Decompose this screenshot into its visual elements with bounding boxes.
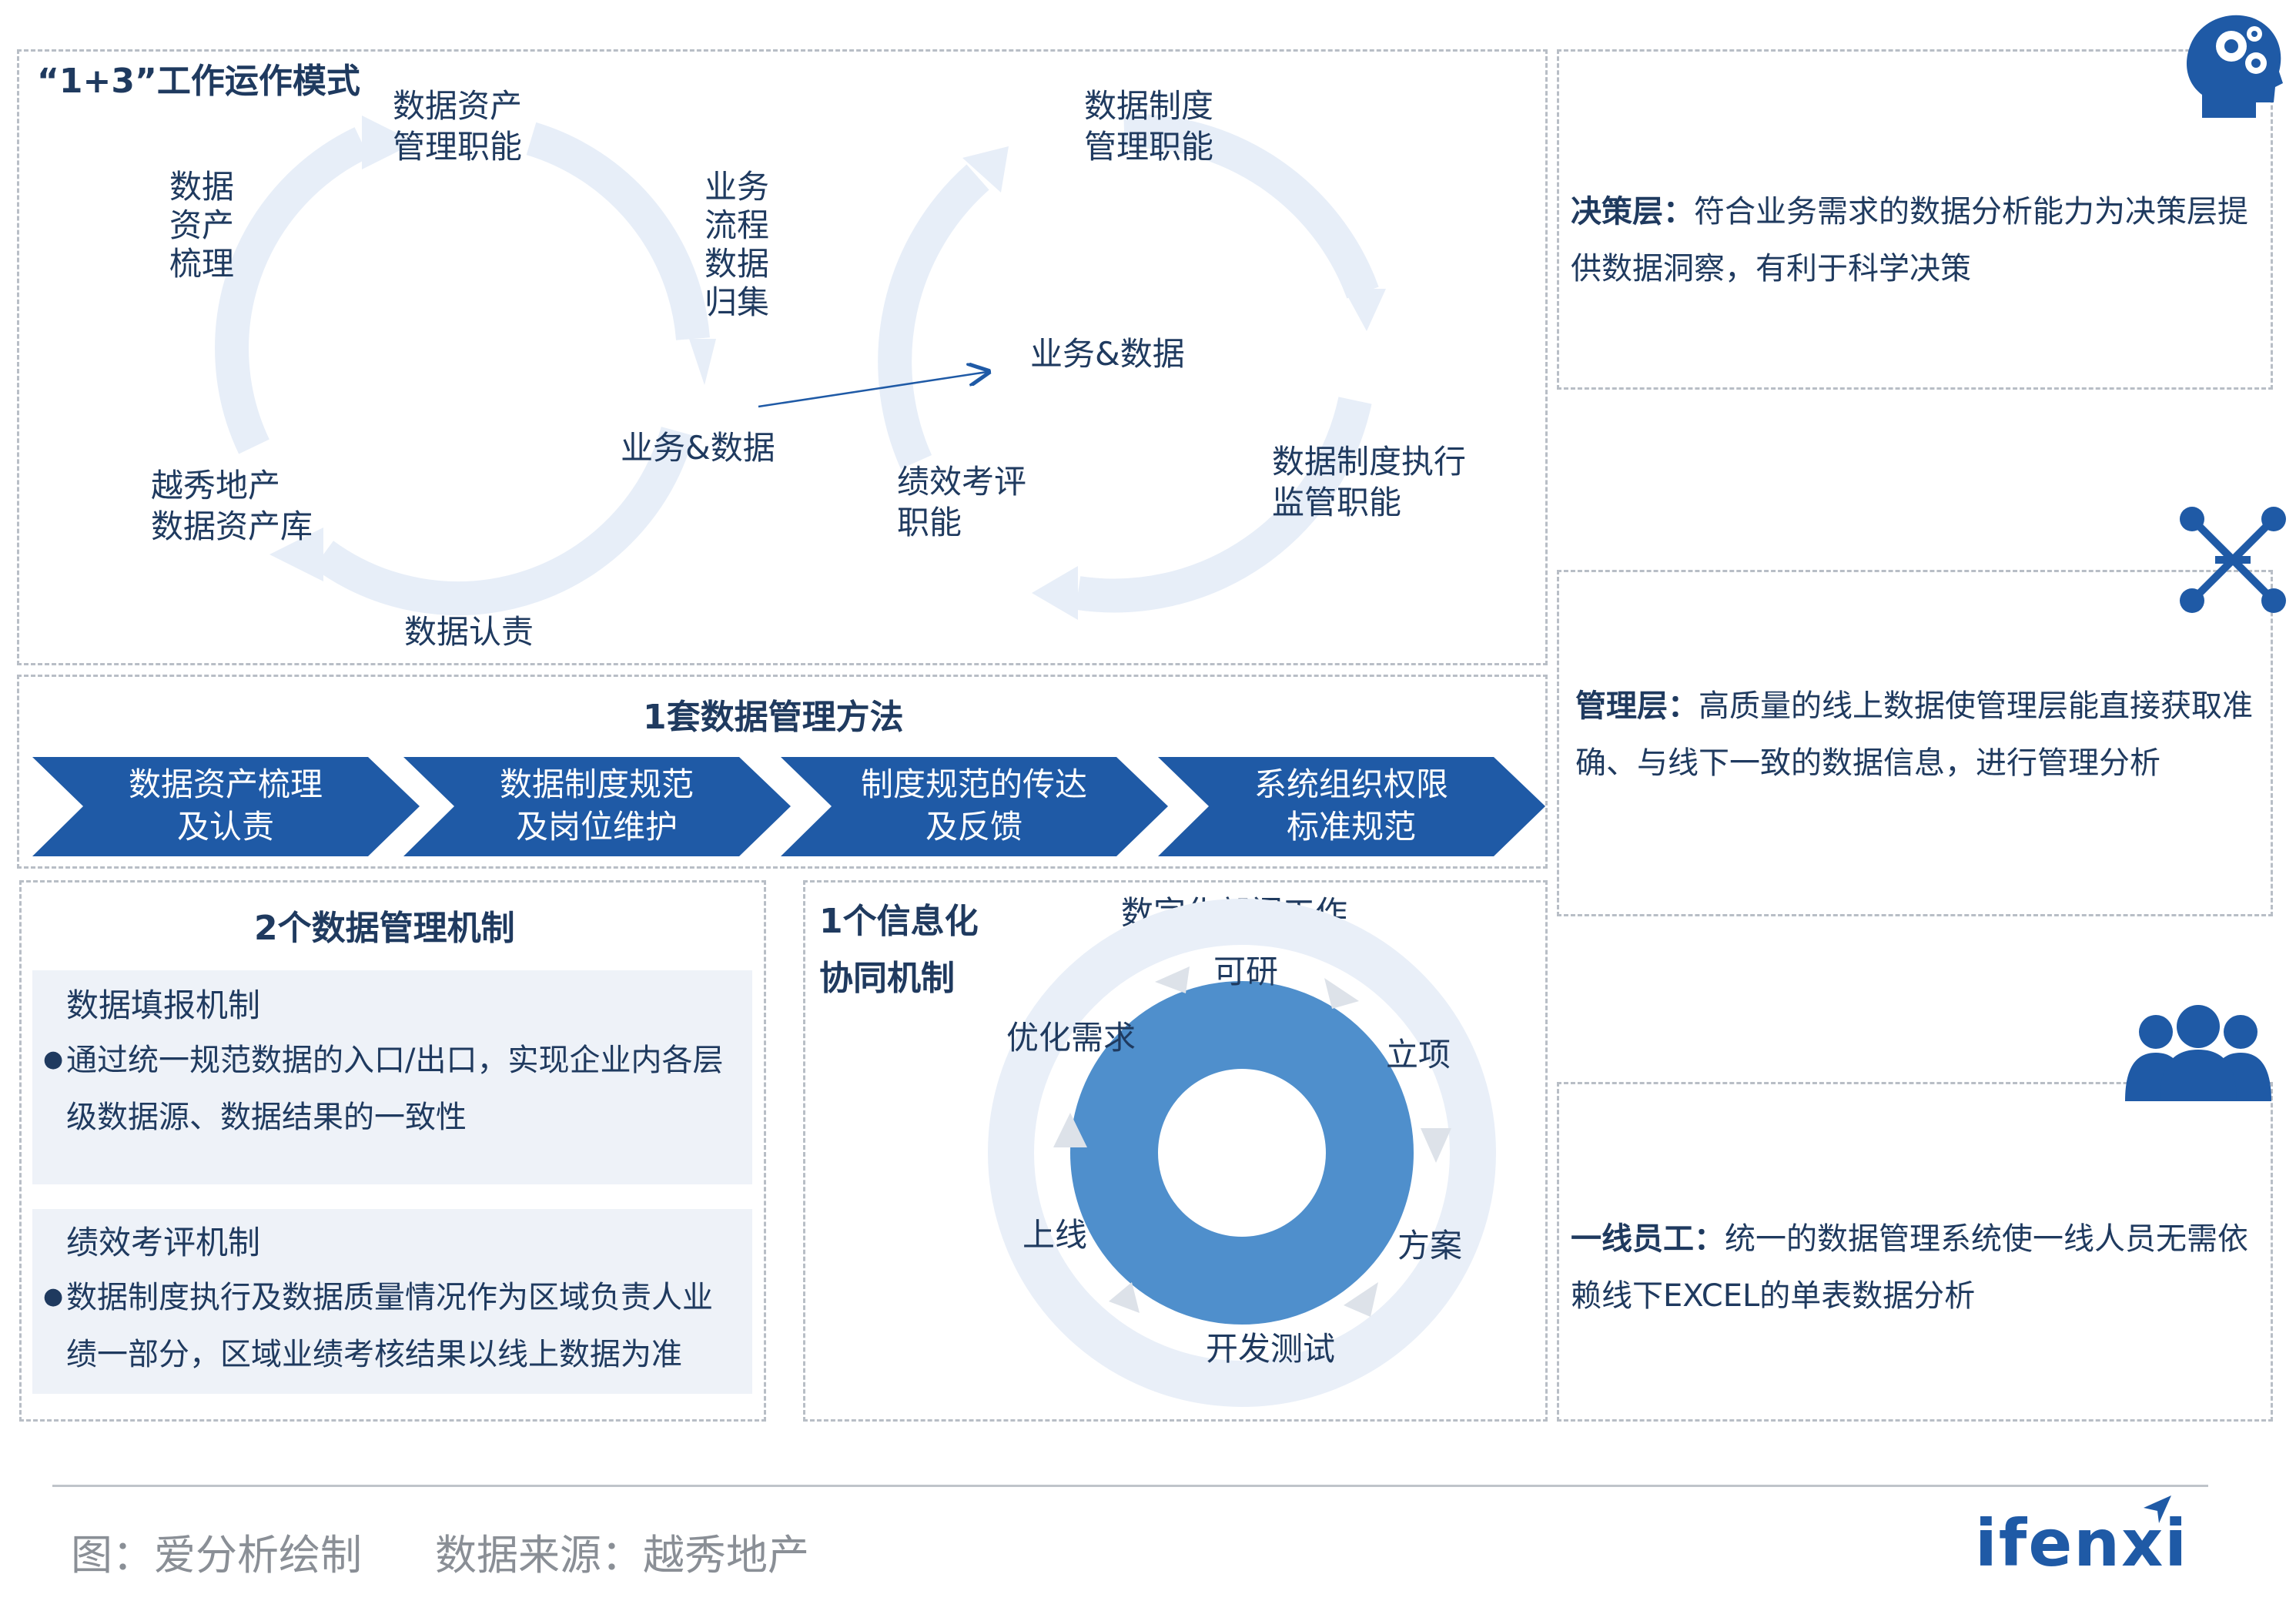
method-chevrons (32, 757, 1545, 856)
network-nodes-icon (2180, 507, 2286, 613)
mechanism-2-line-2: 绩一部分，区域业绩考核结果以线上数据为准 (66, 1337, 682, 1372)
right-cycle-right-label: 数据制度执行监管职能 (1272, 443, 1467, 521)
left-cycle-top-label: 数据资产管理职能 (393, 87, 523, 166)
info-section (803, 880, 1548, 1422)
people-group-icon (2125, 1005, 2271, 1101)
model-section (17, 49, 1548, 665)
right-cycle-ring (878, 113, 1379, 613)
footer-divider (52, 1485, 2208, 1487)
mechanism-1-line-2: 级数据源、数据结果的一致性 (66, 1100, 467, 1135)
arrow-lixiang-fangan (1421, 1128, 1451, 1163)
stage-kaifa: 开发测试 (1206, 1330, 1336, 1368)
chevron-step-3 (781, 757, 1168, 856)
arrow-kaifa-shangxian (1109, 1282, 1140, 1313)
mechanism-section (19, 880, 766, 1422)
chevron-step-1-label: 数据资产梳理及认责 (128, 765, 323, 846)
arrow-keyan-lixiang (1324, 978, 1359, 1009)
chevron-step-4-label: 系统组织权限标准规范 (1253, 765, 1448, 846)
model-cycles-diagram (215, 113, 1386, 620)
mechanism-2-name: 绩效考评机制 (66, 1224, 261, 1261)
mechanism-1-line-1: 通过统一规范数据的入口/出口，实现企业内各层 (66, 1043, 724, 1078)
right-cycle-arrowheads (962, 146, 1386, 620)
connector-arrow (758, 372, 987, 408)
mechanism-2-bullet: ● (43, 1283, 64, 1310)
cycle-arrows (1053, 966, 1451, 1317)
mechanism-panel-2: 绩效考评机制 ● 数据制度执行及数据质量情况作为区域负责人业 绩一部分，区域业绩… (32, 1209, 752, 1394)
left-cycle-bottom-label: 数据认责 (404, 613, 534, 651)
stage-fangan: 方案 (1397, 1227, 1463, 1264)
footer-source: 数据来源：越秀地产 (435, 1531, 809, 1579)
right-cycle-center-label: 业务&数据 (1030, 335, 1185, 373)
right-cycle-top-label: 数据制度管理职能 (1084, 87, 1214, 166)
mechanism-2-line-1: 数据制度执行及数据质量情况作为区域负责人业 (66, 1280, 713, 1315)
arrow-to-keyan (1155, 966, 1190, 993)
info-title: 1个信息化协同机制 (819, 902, 979, 998)
left-cycle-ring (215, 122, 710, 616)
chevron-step-1 (32, 757, 420, 856)
donut-ring (1070, 981, 1414, 1325)
stage-youhua: 优化需求 (1006, 1019, 1136, 1057)
right-cycle-left-label: 绩效考评职能 (897, 463, 1027, 541)
layer-staff-name: 一线员工： (1571, 1221, 1725, 1257)
info-ring-diagram (988, 899, 1496, 1407)
layer-management-name: 管理层： (1575, 688, 1699, 724)
layer-decision-text: 决策层：符合业务需求的数据分析能力为决策层提 供数据洞察，有利于科学决策 (1571, 194, 2248, 286)
mechanism-panel-1: 数据填报机制 ● 通过统一规范数据的入口/出口，实现企业内各层 级数据源、数据结… (32, 970, 752, 1184)
mechanism-title: 2个数据管理机制 (254, 909, 515, 948)
left-cycle-arrowheads (269, 116, 716, 581)
logo-arrow-icon (2144, 1495, 2171, 1523)
stage-lixiang: 立项 (1386, 1036, 1451, 1073)
chevron-step-2-label: 数据制度规范及岗位维护 (499, 765, 694, 846)
layer-box-decision (1557, 49, 2273, 390)
head-gears-icon (2187, 15, 2283, 118)
layer-staff-text: 一线员工：统一的数据管理系统使一线人员无需依 赖线下EXCEL的单表数据分析 (1571, 1221, 2248, 1314)
layer-decision-name: 决策层： (1571, 194, 1694, 229)
stage-shangxian: 上线 (1022, 1216, 1088, 1254)
arrow-shangxian-youhua (1053, 1113, 1087, 1147)
model-title: “1+3”工作运作模式 (37, 62, 360, 101)
mechanism-1-name: 数据填报机制 (66, 986, 261, 1024)
outer-pale-ring (988, 899, 1496, 1407)
mechanism-1-bullet: ● (43, 1046, 64, 1073)
left-cycle-bottom-left-label: 越秀地产数据资产库 (151, 467, 313, 545)
ifenxi-logo: ifenxi (1975, 1505, 2189, 1581)
left-cycle-left-label: 数据资产梳理 (169, 168, 235, 283)
method-section (17, 675, 1548, 869)
stage-keyan: 可研 (1213, 953, 1279, 990)
arrow-fangan-kaifa (1344, 1282, 1378, 1317)
layer-management-text: 管理层：高质量的线上数据使管理层能直接获取准 确、与线下一致的数据信息，进行管理… (1575, 688, 2253, 781)
layer-box-staff (1557, 1082, 2273, 1422)
chevron-step-4 (1158, 757, 1545, 856)
chevron-step-2 (403, 757, 791, 856)
method-title: 1套数据管理方法 (643, 698, 904, 737)
layer-box-management (1557, 570, 2273, 916)
footer-credit: 图：爱分析绘制 (71, 1531, 362, 1579)
left-cycle-right-label: 业务流程数据归集 (705, 168, 770, 321)
left-cycle-center-label: 业务&数据 (621, 429, 775, 467)
chevron-step-3-label: 制度规范的传达及反馈 (860, 765, 1087, 846)
